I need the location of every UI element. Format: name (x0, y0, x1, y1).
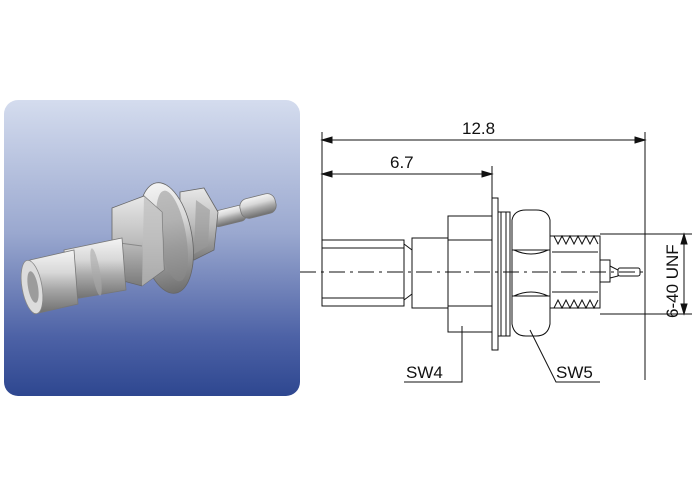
front-barrel (63, 237, 127, 301)
front-interface-outline (321, 239, 405, 307)
label-sw5: SW5 (556, 363, 593, 382)
label-sw4: SW4 (406, 363, 443, 382)
sw4-hex-outline (447, 215, 493, 333)
dim-thread-label: 6-40 UNF (663, 244, 682, 318)
front-hex-nut (111, 195, 165, 287)
front-interface (20, 249, 79, 315)
dim-overall-length: 12.8 (462, 119, 495, 138)
sw5-leader (529, 329, 600, 383)
arrow-front-right (481, 170, 494, 178)
arrow-front-left (320, 170, 333, 178)
barrel-outline (411, 237, 449, 309)
rear-pin (211, 193, 277, 228)
technical-drawing: 12.8 6.7 6-40 UNF SW4 SW5 (300, 100, 700, 400)
rear-pin-outline (599, 259, 641, 283)
sw5-nut-outline (511, 209, 551, 337)
arrow-overall-right (634, 136, 647, 144)
lock-washer-outline (497, 211, 511, 337)
drawing-svg: 12.8 6.7 6-40 UNF SW4 SW5 (300, 119, 692, 383)
product-photo-panel (4, 100, 300, 396)
arrow-overall-left (320, 136, 333, 144)
sw4-leader (404, 326, 463, 383)
connector-render (20, 182, 277, 315)
dim-front-length: 6.7 (390, 153, 414, 172)
flange-outline (491, 197, 499, 351)
